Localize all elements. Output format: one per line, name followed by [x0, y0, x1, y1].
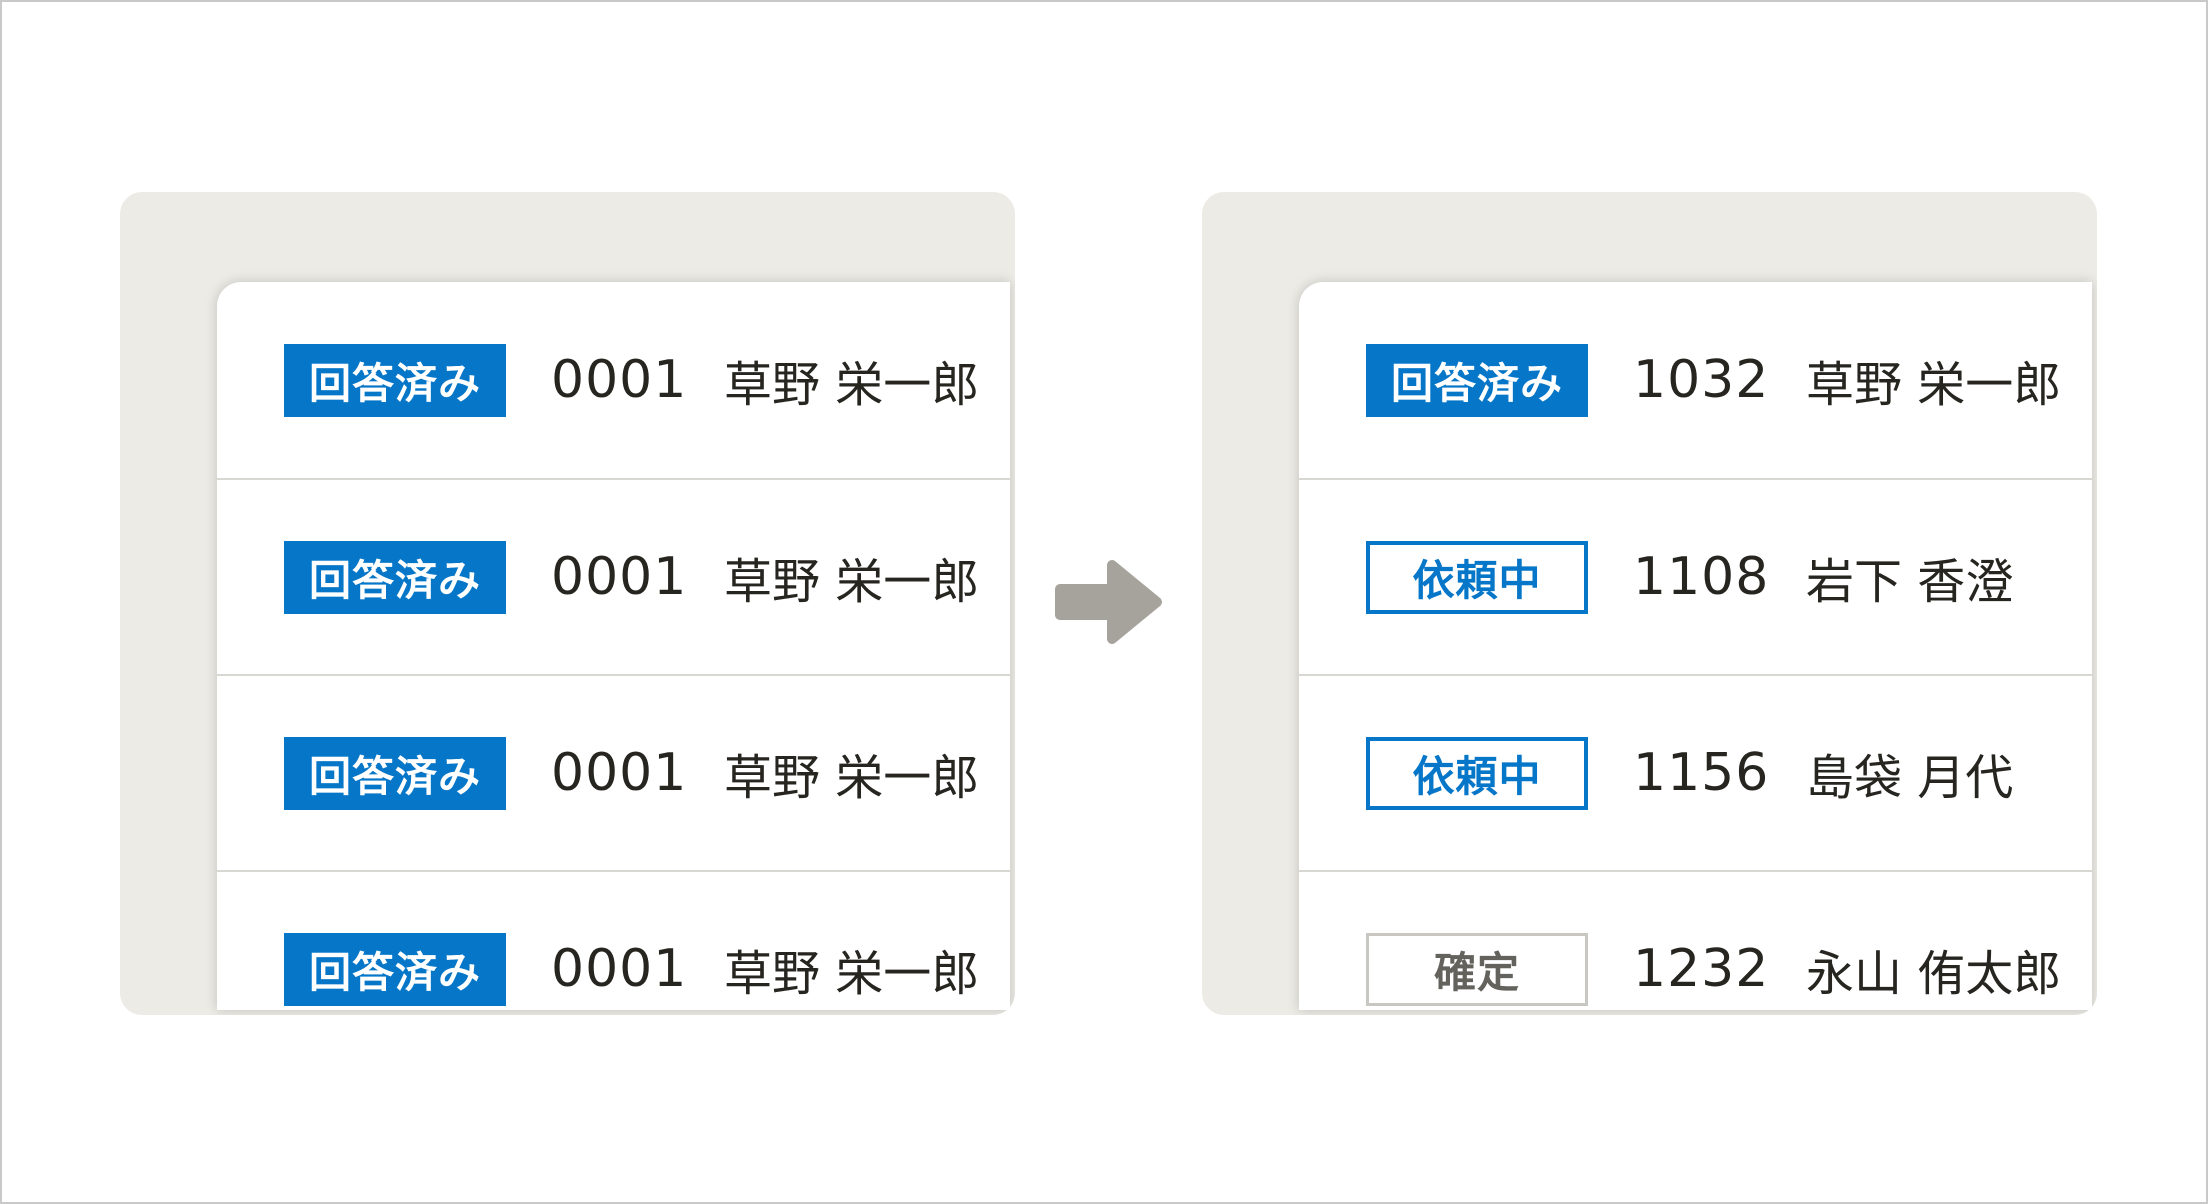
member-name: 草野 栄一郎	[724, 750, 980, 806]
member-name: 草野 栄一郎	[724, 946, 980, 1002]
list-row: 回答済み 0001 草野 栄一郎	[217, 282, 1010, 478]
member-number: 0001	[551, 350, 688, 410]
status-badge: 依頼中	[1366, 736, 1588, 810]
status-badge: 回答済み	[284, 932, 506, 1006]
status-badge: 回答済み	[284, 736, 506, 810]
member-name: 島袋 月代	[1806, 750, 2014, 806]
status-badge: 回答済み	[284, 540, 506, 614]
member-name: 岩下 香澄	[1806, 554, 2014, 610]
member-name: 草野 栄一郎	[724, 554, 980, 610]
list-row: 回答済み 0001 草野 栄一郎	[217, 478, 1010, 674]
list-row: 依頼中 1108 岩下 香澄	[1299, 478, 2092, 674]
member-name: 草野 栄一郎	[1806, 357, 2062, 413]
after-panel: 回答済み 1032 草野 栄一郎 依頼中 1108 岩下 香澄 依頼中 1156…	[1202, 192, 2097, 1015]
list-row: 依頼中 1156 島袋 月代	[1299, 674, 2092, 870]
member-number: 1156	[1633, 743, 1770, 803]
member-number: 0001	[551, 547, 688, 607]
list-row: 回答済み 0001 草野 栄一郎	[217, 870, 1010, 1010]
member-name: 永山 侑太郎	[1806, 946, 2062, 1002]
list-row: 回答済み 1032 草野 栄一郎	[1299, 282, 2092, 478]
member-number: 1032	[1633, 350, 1770, 410]
member-number: 1108	[1633, 547, 1770, 607]
status-badge: 確定	[1366, 932, 1588, 1006]
status-badge: 回答済み	[284, 343, 506, 417]
before-list-card: 回答済み 0001 草野 栄一郎 回答済み 0001 草野 栄一郎 回答済み 0…	[217, 282, 1010, 1010]
status-badge: 回答済み	[1366, 343, 1588, 417]
member-number: 0001	[551, 939, 688, 999]
before-panel: 回答済み 0001 草野 栄一郎 回答済み 0001 草野 栄一郎 回答済み 0…	[120, 192, 1015, 1015]
member-number: 1232	[1633, 939, 1770, 999]
list-row: 確定 1232 永山 侑太郎	[1299, 870, 2092, 1010]
member-name: 草野 栄一郎	[724, 357, 980, 413]
member-number: 0001	[551, 743, 688, 803]
status-badge: 依頼中	[1366, 540, 1588, 614]
list-row: 回答済み 0001 草野 栄一郎	[217, 674, 1010, 870]
after-list-card: 回答済み 1032 草野 栄一郎 依頼中 1108 岩下 香澄 依頼中 1156…	[1299, 282, 2092, 1010]
arrow-right-icon	[1050, 555, 1166, 649]
